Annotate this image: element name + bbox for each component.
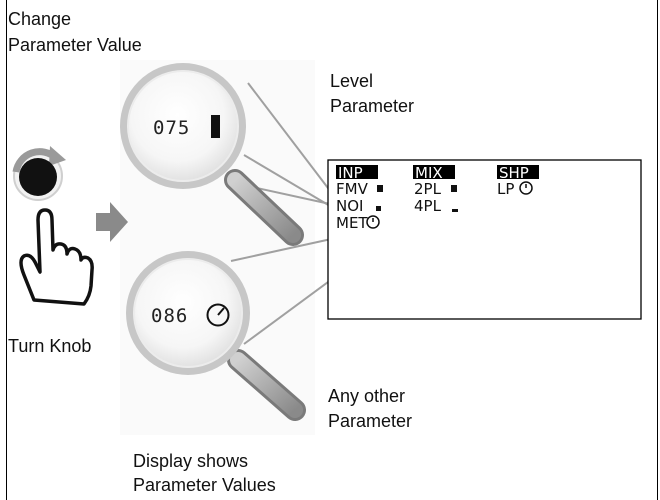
lcd-cell-fmv: FMV [336, 180, 369, 198]
lcd-bar-icon [451, 185, 457, 192]
lcd-cell-lp: LP [497, 180, 514, 198]
other-caption-line-2: Parameter [328, 411, 413, 431]
lcd-cell-noi: NOI [336, 197, 363, 215]
display-caption-line-1: Display shows [133, 451, 249, 471]
title-line-1: Change [8, 9, 72, 29]
lcd-cell-met: MET [336, 214, 368, 232]
page-frame [6, 0, 658, 500]
lcd-bar-icon [452, 209, 458, 212]
lcd-dial-icon [366, 215, 380, 229]
other-caption-line-1: Any other [328, 386, 406, 406]
lcd-header-inp: INP [338, 164, 363, 182]
level-caption-line-2: Parameter [330, 96, 415, 116]
bar-indicator-icon [211, 115, 220, 138]
lcd-bar-icon [377, 185, 383, 192]
lcd-display [327, 159, 642, 320]
magnifier-bottom: 086 [126, 251, 306, 421]
level-caption-line-1: Level [330, 71, 374, 91]
magnifier-top: 075 [120, 63, 304, 246]
pointing-hand-icon [19, 208, 94, 306]
lcd-header-shp: SHP [499, 164, 529, 182]
lcd-header-mix: MIX [415, 164, 443, 182]
knob [12, 146, 66, 201]
arrow-right-icon [96, 202, 128, 242]
lcd-cell-4pl: 4PL [414, 197, 442, 215]
magnifier-bottom-value: 086 [151, 305, 188, 327]
lcd-header-bg-inp [336, 165, 378, 179]
lcd-bar-icon [376, 206, 381, 211]
dial-indicator-icon [206, 303, 230, 327]
lcd-header-bg-mix [413, 165, 455, 179]
magnifier-top-value: 075 [153, 117, 190, 139]
lcd-dial-icon [519, 181, 533, 195]
title-line-2: Parameter Value [8, 35, 142, 55]
lcd-cell-2pl: 2PL [414, 180, 442, 198]
lcd-header-bg-shp [497, 165, 539, 179]
lcd-content: INP MIX SHP FMV 2PL LP NOI 4PL MET [336, 164, 539, 232]
knob-caption: Turn Knob [8, 336, 92, 356]
